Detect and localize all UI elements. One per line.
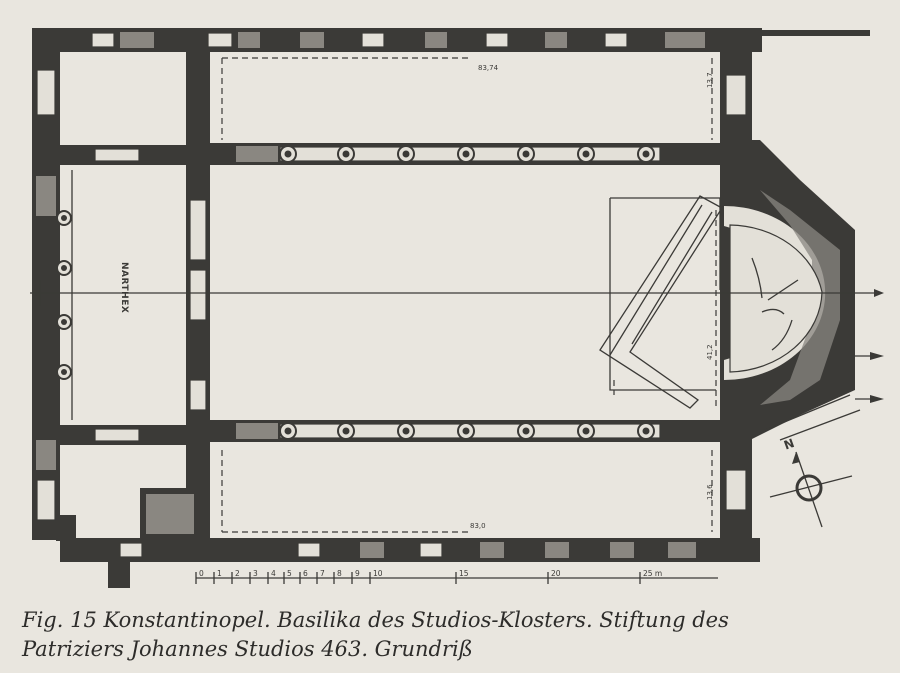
dimension-top-right-width: 13,7	[706, 72, 714, 88]
dimension-nave-width: 41,2	[706, 344, 714, 360]
nave-column	[577, 145, 595, 163]
scale-label: 20	[551, 569, 561, 578]
nave-column	[517, 422, 535, 440]
scale-label: 25 m	[643, 569, 662, 578]
dimension-top-length: 83,74	[478, 64, 499, 72]
scale-bar: 0 1 2 3 4 5 6 7 8 9 10 15 20 25 m	[195, 569, 718, 584]
window-openings	[36, 32, 747, 558]
nave-column	[397, 422, 415, 440]
nave-column	[517, 145, 535, 163]
nave-column	[279, 145, 297, 163]
scale-label: 5	[287, 569, 292, 578]
scale-label: 7	[320, 569, 325, 578]
dimension-bottom-right-width: 13,6	[706, 484, 714, 500]
southwest-chamber	[56, 488, 200, 541]
wall-fill-patches	[36, 32, 705, 558]
scale-label: 4	[271, 569, 276, 578]
nave-column	[457, 145, 475, 163]
nave-column	[337, 145, 355, 163]
narthex-label: NARTHEX	[119, 262, 129, 313]
nave-column	[637, 145, 655, 163]
nave-column	[397, 145, 415, 163]
scale-label: 3	[253, 569, 258, 578]
scale-label: 1	[217, 569, 222, 578]
nave-column	[457, 422, 475, 440]
bema-outline	[599, 195, 799, 409]
north-label: N	[782, 436, 796, 453]
nave-column	[577, 422, 595, 440]
caption-line-1: Fig. 15 Konstantinopel. Basilika des Stu…	[22, 608, 729, 632]
caption-line-2: Patriziers Johannes Studios 463. Grundri…	[22, 637, 473, 661]
figure-caption: Fig. 15 Konstantinopel. Basilika des Stu…	[22, 606, 882, 664]
foundation-outlines	[221, 57, 717, 533]
scale-label: 6	[303, 569, 308, 578]
scale-label: 2	[235, 569, 240, 578]
nave-column	[637, 422, 655, 440]
scale-label: 0	[199, 569, 204, 578]
nave-column	[279, 422, 297, 440]
narthex-columns	[56, 170, 73, 420]
scale-label: 15	[459, 569, 469, 578]
scale-label: 8	[337, 569, 342, 578]
scale-label: 9	[355, 569, 360, 578]
floor-plan: NARTHEX 83,74 83,0 13,7 41,2 13,6 N 0 1 2 3…	[30, 28, 884, 588]
dimension-bottom-length: 83,0	[470, 522, 486, 530]
narthex-wall	[56, 48, 210, 540]
dimension-labels: 83,74 83,0 13,7 41,2 13,6	[470, 64, 714, 530]
north-compass: N	[769, 436, 853, 528]
nave-columns	[279, 145, 655, 440]
apse	[720, 140, 855, 440]
nave-column	[337, 422, 355, 440]
main-axis	[30, 280, 884, 441]
scale-label: 10	[373, 569, 383, 578]
